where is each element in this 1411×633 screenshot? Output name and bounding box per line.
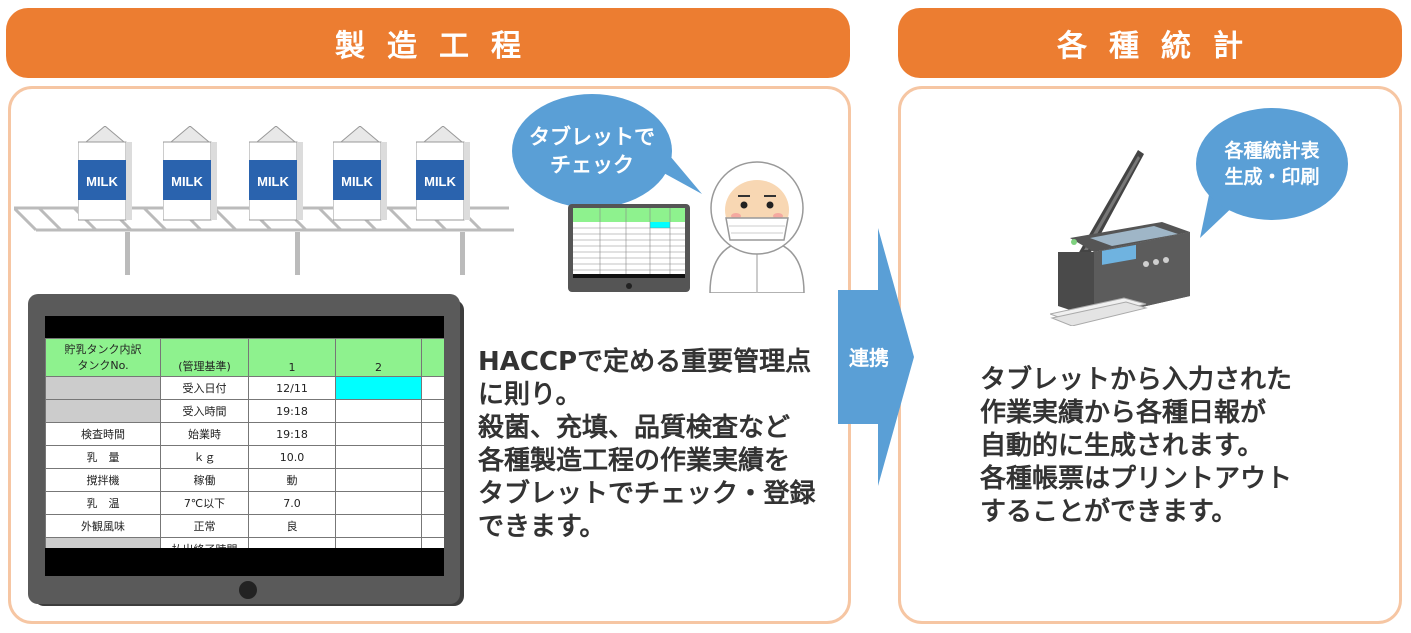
table-cell	[421, 491, 444, 515]
table-header-cell: 貯乳タンク内訳タンクNo.	[45, 338, 161, 377]
link-label: 連携	[849, 346, 889, 370]
table-cell: 払出終了時間	[160, 537, 249, 548]
text-line: 自動的に生成されます。	[980, 431, 1264, 461]
text-line: タブレットから入力された	[980, 365, 1293, 395]
table-cell: 撹拌機	[45, 468, 161, 492]
milk-carton-icon: MILK	[163, 126, 217, 221]
text-line: 作業実績から各種日報が	[980, 398, 1267, 428]
table-cell	[421, 537, 444, 548]
table-cell[interactable]	[335, 468, 422, 492]
table-cell[interactable]: 7.0	[248, 491, 336, 515]
table-cell[interactable]: 12/11	[248, 376, 336, 400]
table-cell[interactable]: 19:18	[248, 399, 336, 423]
statistics-description: タブレットから入力された 作業実績から各種日報が 自動的に生成されます。 各種帳…	[980, 364, 1380, 529]
table-cell: 正常	[160, 514, 249, 538]
table-cell	[45, 537, 161, 548]
table-row: 検査時間 始業時 19:18	[45, 422, 444, 446]
text-line: できます。	[478, 512, 606, 542]
table-cell: 乳 温	[45, 491, 161, 515]
milk-carton-icon: MILK	[78, 126, 132, 221]
table-header-cell: 2	[335, 338, 422, 377]
speech-bubble-check: タブレットで チェック	[512, 94, 672, 208]
table-cell: 稼働	[160, 468, 249, 492]
svg-text:MILK: MILK	[171, 174, 203, 189]
table-cell	[421, 445, 444, 469]
table-cell[interactable]	[335, 376, 422, 400]
table-cell[interactable]	[335, 514, 422, 538]
table-cell[interactable]	[335, 399, 422, 423]
table-cell[interactable]: 動	[248, 468, 336, 492]
text-line: 各種帳票はプリントアウト	[980, 464, 1293, 494]
table-cell: 受入時間	[160, 399, 249, 423]
table-cell	[45, 399, 161, 423]
text-line: HACCPで定める重要管理点	[478, 347, 812, 377]
milk-carton-icon: MILK	[333, 126, 387, 221]
text-line: することができます。	[980, 497, 1238, 527]
bubble-line: タブレットで	[529, 125, 655, 149]
table-row: 撹拌機 稼働 動	[45, 468, 444, 492]
table-header-cell	[421, 338, 444, 377]
table-cell	[421, 422, 444, 446]
table-title: 貯乳タンク内訳	[64, 342, 142, 356]
text-line: に則り。	[478, 380, 582, 410]
table-cell	[45, 376, 161, 400]
table-cell[interactable]: 19:18	[248, 422, 336, 446]
milk-carton-icon: MILK	[416, 126, 470, 221]
svg-text:MILK: MILK	[424, 174, 456, 189]
table-cell: 受入日付	[160, 376, 249, 400]
small-tablet-icon	[568, 204, 690, 292]
table-cell	[421, 399, 444, 423]
arrow-icon	[838, 228, 914, 486]
table-header-cell: 1	[248, 338, 336, 377]
header-statistics: 各種統計	[898, 8, 1402, 78]
table-row: 外観風味 正常 良	[45, 514, 444, 538]
table-cell	[421, 376, 444, 400]
table-cell[interactable]	[335, 537, 422, 548]
bubble-line: 生成・印刷	[1224, 166, 1320, 188]
manufacturing-description: HACCPで定める重要管理点 に則り。 殺菌、充填、品質検査など 各種製造工程の…	[478, 346, 838, 544]
table-cell[interactable]	[335, 491, 422, 515]
table-cell: 検査時間	[45, 422, 161, 446]
table-row: 受入時間 19:18	[45, 399, 444, 423]
tablet-table: 貯乳タンク内訳タンクNo. (管理基準) 1 2 受入日付 12/11 受入時間…	[45, 338, 444, 548]
bubble-line: チェック	[550, 153, 634, 177]
table-header-cell: (管理基準)	[160, 338, 249, 377]
tablet-home-button	[239, 581, 257, 599]
text-line: 殺菌、充填、品質検査など	[478, 413, 791, 443]
table-row: 乳 量 ｋｇ 10.0	[45, 445, 444, 469]
table-cell[interactable]: 良	[248, 514, 336, 538]
table-cell[interactable]	[335, 422, 422, 446]
table-cell[interactable]: 10.0	[248, 445, 336, 469]
table-cell	[421, 514, 444, 538]
table-cell[interactable]	[248, 537, 336, 548]
table-row: 払出終了時間	[45, 537, 444, 548]
table-cell: 乳 量	[45, 445, 161, 469]
bubble-line: 各種統計表	[1224, 140, 1320, 162]
tablet-screen: 貯乳タンク内訳タンクNo. (管理基準) 1 2 受入日付 12/11 受入時間…	[45, 316, 444, 576]
svg-text:MILK: MILK	[341, 174, 373, 189]
milk-carton-icon: MILK	[249, 126, 303, 221]
worker-icon	[709, 161, 805, 293]
table-cell: 7℃以下	[160, 491, 249, 515]
svg-text:MILK: MILK	[86, 174, 118, 189]
table-cell: 外観風味	[45, 514, 161, 538]
svg-text:MILK: MILK	[257, 174, 289, 189]
table-cell	[421, 468, 444, 492]
table-cell: ｋｇ	[160, 445, 249, 469]
table-cell[interactable]	[335, 445, 422, 469]
printer-icon	[1050, 150, 1190, 326]
text-line: 各種製造工程の作業実績を	[478, 446, 791, 476]
speech-bubble-print: 各種統計表 生成・印刷	[1196, 108, 1348, 220]
table-row: 受入日付 12/11	[45, 376, 444, 400]
table-cell: 始業時	[160, 422, 249, 446]
table-tank-no: タンクNo.	[77, 358, 129, 372]
header-manufacturing-process: 製造工程	[6, 8, 850, 78]
table-row: 乳 温 7℃以下 7.0	[45, 491, 444, 515]
text-line: タブレットでチェック・登録	[478, 479, 816, 509]
